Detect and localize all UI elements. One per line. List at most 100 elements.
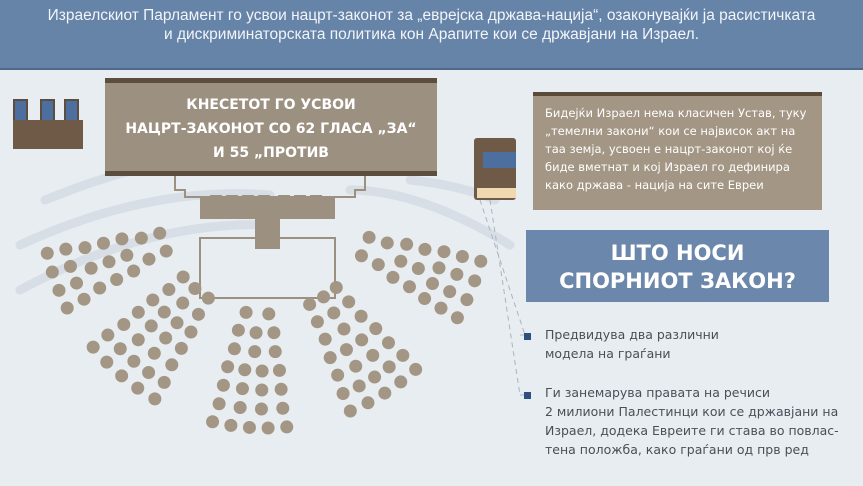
seat — [176, 270, 190, 284]
podium-seat — [210, 195, 222, 208]
podium-seat — [258, 195, 270, 208]
seat — [142, 366, 156, 380]
seat — [450, 311, 464, 325]
seat — [147, 346, 161, 360]
seat — [255, 364, 269, 378]
seat — [131, 381, 145, 395]
seat — [386, 270, 400, 284]
seat — [274, 382, 288, 396]
seat — [434, 301, 448, 315]
seat — [337, 322, 351, 336]
seat — [77, 292, 91, 306]
seat — [238, 363, 252, 377]
seat — [352, 379, 366, 393]
seat — [233, 400, 247, 414]
vote-line-2: НАЦРТ-ЗАКОНОТ СО 62 ГЛАСА „ЗА“ — [125, 121, 417, 137]
seat — [336, 386, 350, 400]
seat — [176, 296, 190, 310]
seat — [317, 290, 331, 304]
seat — [268, 345, 282, 359]
seat — [262, 307, 276, 321]
bullet-item: Ги занемарува правата на речиси 2 милион… — [545, 383, 839, 459]
seat — [455, 250, 469, 264]
seat — [450, 267, 464, 281]
seat — [84, 261, 98, 275]
seat — [148, 392, 162, 406]
seat — [355, 333, 369, 347]
seat — [254, 402, 268, 416]
seat — [59, 242, 73, 256]
seat — [60, 301, 74, 315]
seat — [165, 358, 179, 372]
bullet-line: Предвидува два различни — [545, 327, 719, 342]
seat — [368, 370, 382, 384]
vote-line-1: КНЕСЕТОТ ГО УСВОИ — [186, 97, 356, 113]
seat — [212, 397, 226, 411]
seat — [369, 322, 383, 336]
seat — [120, 248, 134, 262]
seat — [142, 252, 156, 266]
seat — [272, 363, 286, 377]
seat — [239, 305, 253, 319]
seat — [331, 368, 345, 382]
seat — [100, 355, 114, 369]
bullet-square-icon — [524, 392, 531, 399]
headline-line-1: Израелскиот Парламент го усвои нацрт-зак… — [47, 7, 816, 24]
seat — [303, 297, 317, 311]
question-line-2: СПОРНИОТ ЗАКОН? — [559, 269, 796, 293]
seat — [96, 236, 110, 250]
seat — [343, 404, 357, 418]
seat — [418, 292, 432, 306]
seat — [40, 246, 54, 260]
seat — [113, 342, 127, 356]
seat — [382, 360, 396, 374]
seat — [396, 348, 410, 362]
constitution-note: Бидејќи Израел нема класичен Устав, туку… — [533, 92, 822, 210]
podium-seat — [226, 195, 238, 208]
seat — [242, 420, 256, 434]
seat — [227, 342, 241, 356]
seat — [231, 323, 245, 337]
bullet-line: Израел, додека Евреите ги става во повла… — [545, 423, 839, 438]
podium-seat — [278, 195, 290, 208]
seat — [117, 318, 131, 332]
headline: Израелскиот Парламент го усвои нацрт-зак… — [0, 0, 863, 70]
seat — [437, 245, 451, 259]
seat — [157, 305, 171, 319]
seat — [378, 386, 392, 400]
seat — [249, 326, 263, 340]
bullet-item: Предвидува два различни модела на граѓан… — [545, 325, 719, 363]
seat — [468, 274, 482, 288]
bullet-line: Ги занемарува правата на речиси — [545, 385, 770, 400]
seat — [224, 418, 238, 432]
seat — [159, 331, 173, 345]
seat — [201, 291, 215, 305]
seat — [115, 369, 129, 383]
podium-seat — [310, 195, 322, 208]
seat — [221, 360, 235, 374]
seat — [361, 396, 375, 410]
seat — [63, 259, 77, 273]
seat — [146, 293, 160, 307]
book-icon — [474, 138, 526, 396]
bullet-line: тена положба, како граѓани од прв ред — [545, 442, 809, 457]
vote-line-3: И 55 „ПРОТИВ — [213, 145, 329, 161]
seat — [93, 281, 107, 295]
seat — [381, 336, 395, 350]
seat — [276, 401, 290, 415]
seat — [174, 341, 188, 355]
seat — [131, 333, 145, 347]
seat — [188, 281, 202, 295]
seat — [394, 375, 408, 389]
seat — [354, 309, 368, 323]
seat — [261, 421, 275, 435]
vote-result-banner: КНЕСЕТОТ ГО УСВОИ НАЦРТ-ЗАКОНОТ СО 62 ГЛ… — [105, 78, 437, 175]
seat — [366, 348, 380, 362]
seat — [400, 237, 414, 251]
seat — [110, 273, 124, 287]
seat — [134, 231, 148, 245]
seat — [206, 415, 220, 429]
seat — [184, 325, 198, 339]
seat — [362, 230, 376, 244]
